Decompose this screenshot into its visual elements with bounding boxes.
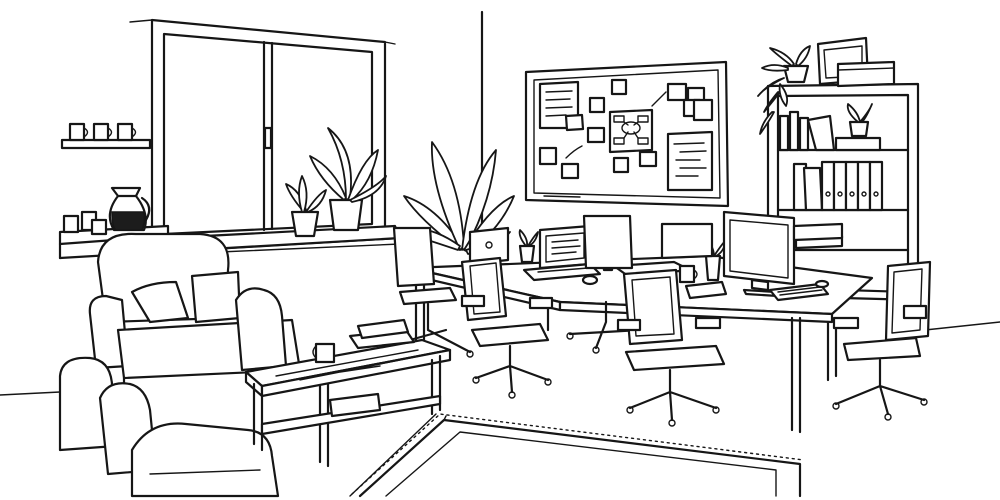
floor-rug [349,413,805,498]
window [129,18,402,253]
mug-shelf [60,122,152,150]
office-chairs [392,214,932,427]
project-board [524,60,730,208]
window-plants [285,127,387,238]
coffee-table [244,318,452,468]
armchairs [58,232,302,498]
